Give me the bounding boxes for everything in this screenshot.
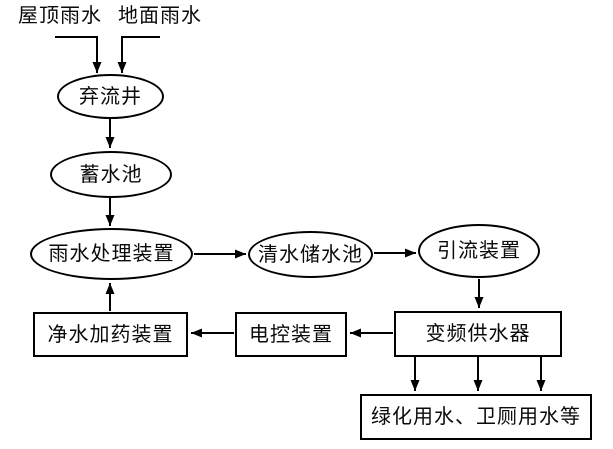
node-end-uses: 绿化用水、卫厕用水等 [360,394,592,440]
node-storage-pool: 蓄水池 [50,151,172,198]
node-clean-water-storage-pool: 清水储水池 [248,231,373,278]
node-water-purification-dosing-device: 净水加药装置 [33,312,188,357]
node-rainwater-treatment-device: 雨水处理装置 [30,228,193,280]
label-roof-rainwater: 屋顶雨水 [18,5,102,27]
label-ground-rainwater: 地面雨水 [118,5,202,27]
node-variable-frequency-water-supplier: 变频供水器 [394,311,562,357]
node-diversion-device: 引流装置 [418,224,540,278]
node-discard-flow-well: 弃流井 [57,74,164,119]
edge-roof-to-well [55,36,102,73]
edge-ground-to-well [117,36,160,73]
node-electric-control-device: 电控装置 [235,312,347,357]
